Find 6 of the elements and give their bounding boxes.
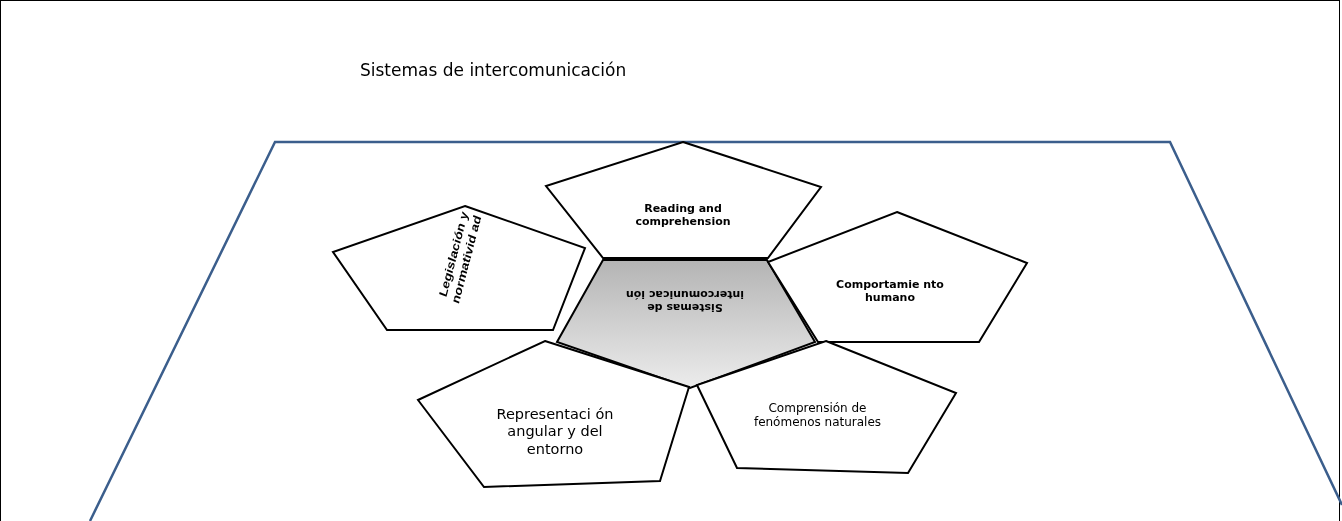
diagram-title: Sistemas de intercomunicación bbox=[360, 60, 627, 80]
node-label: Representaci ón angular y del entorno bbox=[495, 406, 615, 459]
node-label: Comportamie nto humano bbox=[835, 278, 945, 305]
node-label: Comprensión de fenómenos naturales bbox=[752, 401, 883, 430]
node-label: Sistemas de intercomunicac ión bbox=[624, 288, 746, 315]
node-label: Reading and comprehension bbox=[634, 202, 732, 229]
